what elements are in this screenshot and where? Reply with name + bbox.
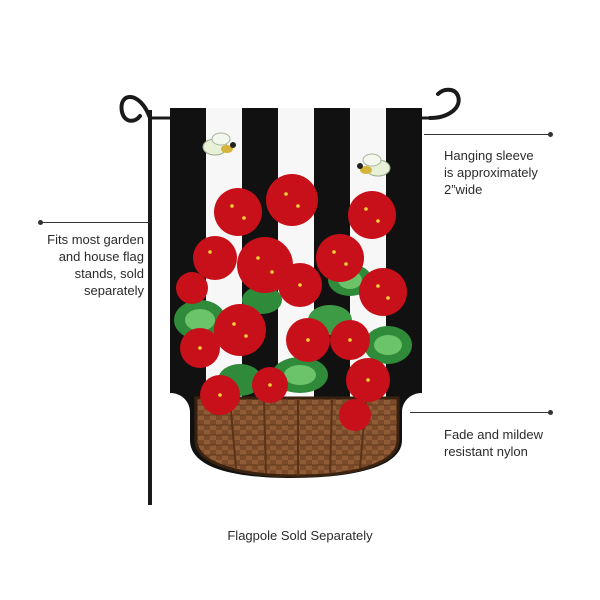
callout-dot-sleeve (548, 132, 553, 137)
callout-flag-stand-line3: stands, sold (74, 266, 144, 281)
callout-flag-stand-line2: and house flag (58, 249, 144, 264)
bee-icon (357, 153, 391, 177)
callout-flag-stand: Fits most garden and house flag stands, … (20, 231, 144, 299)
callout-dot-fabric (548, 410, 553, 415)
flagpole-note: Flagpole Sold Separately (227, 528, 373, 543)
callout-hanging-sleeve-line1: Hanging sleeve (444, 148, 534, 163)
callout-flag-stand-line1: Fits most garden (47, 232, 144, 247)
callout-line-fabric (410, 412, 550, 413)
callout-fabric-line2: resistant nylon (444, 444, 528, 459)
callout-hanging-sleeve-line2: is approximately (444, 165, 538, 180)
callout-fabric: Fade and mildew resistant nylon (444, 426, 594, 460)
callout-line-stand (40, 222, 150, 223)
callout-hanging-sleeve-line3: 2”wide (444, 182, 483, 197)
callout-dot-stand (38, 220, 43, 225)
bee-icon (202, 132, 236, 156)
callout-hanging-sleeve: Hanging sleeve is approximately 2”wide (444, 147, 594, 198)
callout-line-sleeve (424, 134, 550, 135)
callout-fabric-line1: Fade and mildew (444, 427, 543, 442)
callout-flag-stand-line4: separately (84, 283, 144, 298)
geranium-flower-icon (176, 174, 407, 431)
